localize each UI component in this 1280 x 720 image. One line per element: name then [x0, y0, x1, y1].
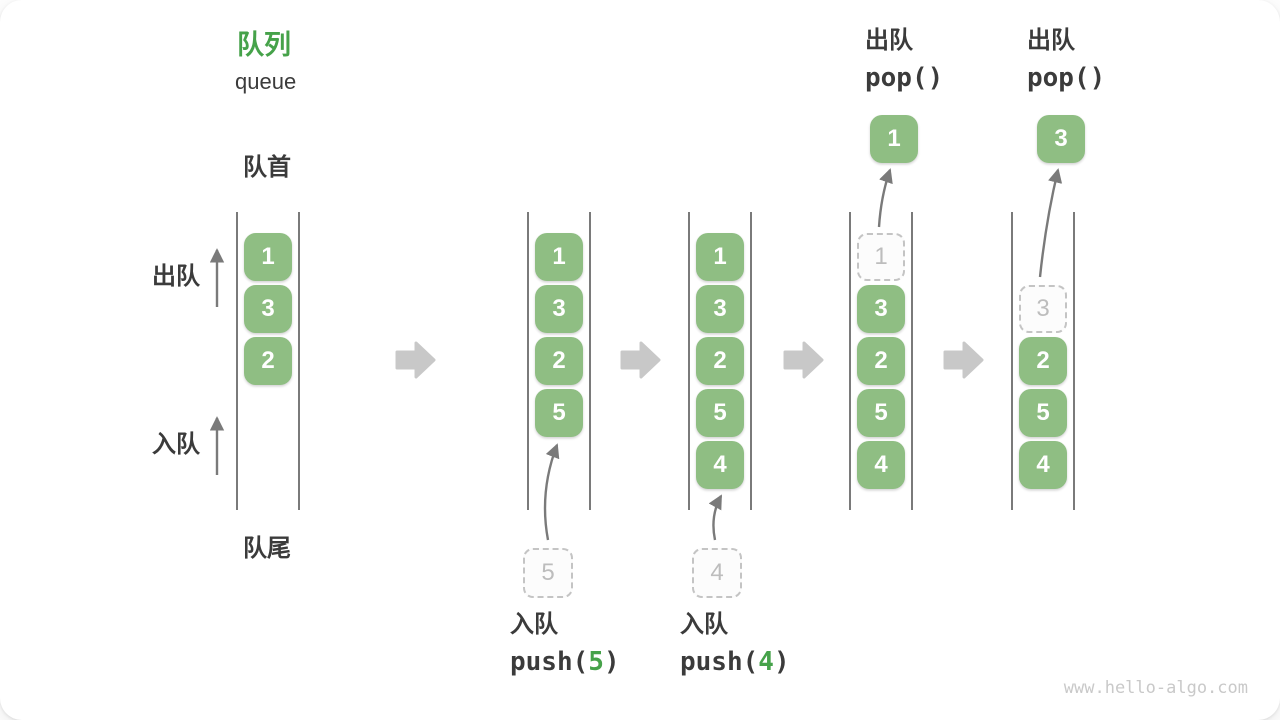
- queue-cell: 3: [535, 285, 583, 333]
- state-transition-arrow-icon: [783, 341, 824, 379]
- queue-cell: 1: [535, 233, 583, 281]
- queue-rear-label: 队尾: [243, 535, 291, 562]
- enqueue-op-label: 入队: [510, 611, 558, 638]
- queue-cell: 1: [696, 233, 744, 281]
- op-code-argument: 4: [758, 647, 774, 677]
- queue-cell: 5: [696, 389, 744, 437]
- queue-cell: 5: [535, 389, 583, 437]
- page-title: 队列: [237, 30, 291, 60]
- queue-cell: 3: [857, 285, 905, 333]
- pending-cell: 4: [692, 548, 742, 598]
- popped-cell: 1: [870, 115, 918, 163]
- queue-cell: 4: [1019, 441, 1067, 489]
- queue-cell: 3: [696, 285, 744, 333]
- op-code-label: pop(): [1027, 63, 1106, 93]
- operation-flow-arrow-icon: [708, 494, 723, 541]
- queue-cell: 2: [857, 337, 905, 385]
- operation-flow-arrow-icon: [543, 443, 560, 541]
- op-code-label: push(5): [510, 647, 620, 677]
- operation-flow-arrow-icon: [1038, 168, 1063, 278]
- queue-cell: 4: [696, 441, 744, 489]
- queue-cell: 2: [535, 337, 583, 385]
- queue-cell: 5: [1019, 389, 1067, 437]
- state-transition-arrow-icon: [620, 341, 661, 379]
- queue-front-label: 队首: [243, 154, 291, 181]
- queue-cell: 2: [696, 337, 744, 385]
- enqueue-op-label: 入队: [680, 611, 728, 638]
- operation-flow-arrow-icon: [877, 168, 893, 228]
- queue-cell: 2: [1019, 337, 1067, 385]
- queue-cell: 4: [857, 441, 905, 489]
- enqueue-side-label: 入队: [152, 431, 200, 458]
- queue-cell: 2: [244, 337, 292, 385]
- queue-cell: 3: [244, 285, 292, 333]
- queue-cell-ghost: 3: [1019, 285, 1067, 333]
- page-subtitle: queue: [235, 69, 297, 94]
- queue-cell-ghost: 1: [857, 233, 905, 281]
- pending-cell: 5: [523, 548, 573, 598]
- popped-cell: 3: [1037, 115, 1085, 163]
- op-code-label: pop(): [865, 63, 944, 93]
- watermark: www.hello-algo.com: [1063, 677, 1248, 698]
- dequeue-side-label: 出队: [152, 263, 200, 290]
- op-code-label: push(4): [680, 647, 790, 677]
- queue-cell: 5: [857, 389, 905, 437]
- queue-cell: 1: [244, 233, 292, 281]
- dequeue-op-label: 出队: [865, 27, 913, 54]
- op-code-argument: 5: [588, 647, 604, 677]
- dequeue-op-label: 出队: [1027, 27, 1075, 54]
- state-transition-arrow-icon: [943, 341, 984, 379]
- state-transition-arrow-icon: [395, 341, 436, 379]
